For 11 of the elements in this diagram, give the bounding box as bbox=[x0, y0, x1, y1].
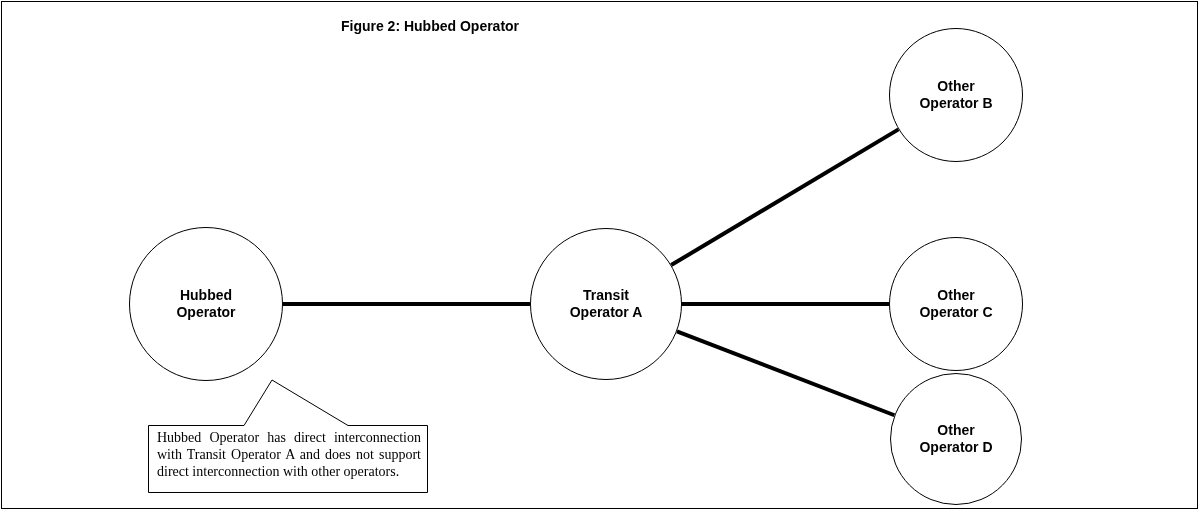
node-label: Other Operator D bbox=[918, 422, 994, 456]
connector-line bbox=[676, 329, 896, 418]
callout-text: Hubbed Operator has direct interconnection with Transit Operator A and does not support direct interconnection with other operators. bbox=[157, 429, 421, 480]
node-label: Other Operator C bbox=[918, 287, 994, 321]
node-label: Hubbed Operator bbox=[175, 287, 237, 321]
node-label: Transit Operator A bbox=[568, 287, 644, 321]
connector-line bbox=[670, 127, 900, 267]
node-label: Other Operator B bbox=[918, 78, 994, 112]
figure-title: Figure 2: Hubbed Operator bbox=[339, 18, 521, 34]
connector-line bbox=[682, 302, 889, 306]
connector-line bbox=[283, 302, 530, 306]
